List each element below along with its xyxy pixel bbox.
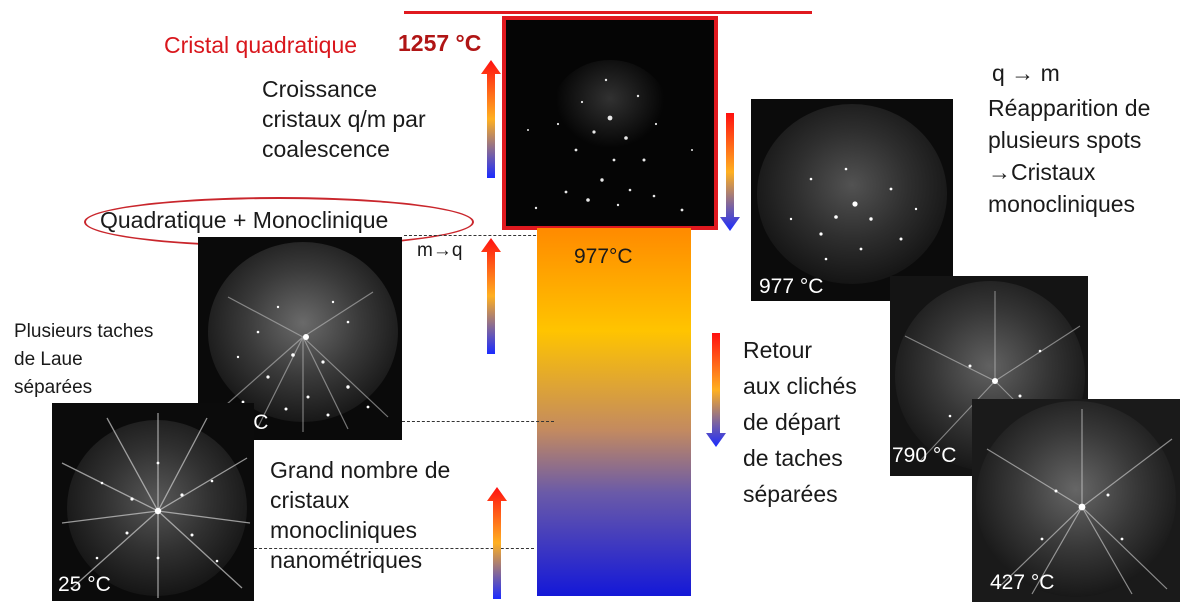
laue-pattern-977	[751, 99, 953, 301]
panel-label-977: 977 °C	[759, 275, 824, 298]
reapparition-line-4: monocliniques	[988, 191, 1136, 217]
laue-pattern-1257	[506, 20, 714, 226]
grand-line-3: monocliniques	[270, 517, 418, 543]
croissance-line-2: cristaux q/m par	[262, 106, 426, 132]
panel-label-427: 427 °C	[990, 571, 1055, 594]
retour-line-5: séparées	[743, 481, 838, 507]
plusieurs-line-2: de Laue	[14, 349, 83, 370]
laue-image-25: 25 °C	[52, 403, 254, 601]
top-temperature-label: 1257 °C	[398, 30, 482, 56]
retour-line-1: Retour	[743, 337, 813, 363]
m-to-q-label: m→q	[417, 240, 463, 261]
laue-pattern-427	[972, 399, 1180, 602]
gradient-down-arrow-icon	[720, 113, 740, 231]
reapparition-line-3: →Cristaux	[988, 159, 1096, 185]
retour-text: Retour aux clichés de départ de taches s…	[743, 332, 857, 512]
panel-label-790: 790 °C	[892, 444, 957, 467]
gradient-up-arrow-icon	[481, 60, 501, 178]
laue-image-427: 427 °C	[972, 399, 1180, 602]
retour-line-3: de départ	[743, 409, 841, 435]
panel-label-25: 25 °C	[58, 573, 111, 596]
temperature-gradient-bar	[537, 228, 691, 596]
gradient-up-arrow-icon	[481, 238, 501, 354]
gradient-down-arrow-icon	[706, 333, 726, 447]
dashed-line-25	[254, 548, 534, 549]
grand-line-2: cristaux	[270, 487, 350, 513]
croissance-line-3: coalescence	[262, 136, 390, 162]
laue-image-977: 977 °C	[751, 99, 953, 301]
reapparition-line-1: Réapparition de	[988, 95, 1151, 121]
croissance-text: Croissance cristaux q/m par coalescence	[262, 74, 426, 164]
croissance-line-1: Croissance	[262, 76, 378, 102]
bar-temperature-label: 977°C	[574, 245, 633, 268]
q-to-m-label: q → m	[992, 60, 1060, 86]
reapparition-text: Réapparition de plusieurs spots →Cristau…	[988, 92, 1150, 220]
gradient-up-arrow-icon	[487, 487, 507, 599]
plusieurs-text: Plusieurs taches de Laue séparées	[14, 318, 153, 402]
plusieurs-line-3: séparées	[14, 377, 93, 398]
grand-line-4: nanométriques	[270, 547, 423, 573]
cristal-quadratique-label: Cristal quadratique	[164, 32, 358, 58]
reapparition-line-2: plusieurs spots	[988, 127, 1142, 153]
grand-nombre-text: Grand nombre de cristaux monocliniques n…	[270, 455, 450, 575]
grand-line-1: Grand nombre de	[270, 457, 451, 483]
dashed-line-327	[402, 421, 554, 422]
laue-pattern-25	[52, 403, 254, 601]
top-red-line	[404, 11, 812, 14]
plusieurs-line-1: Plusieurs taches	[14, 321, 154, 342]
retour-line-4: de taches	[743, 445, 843, 471]
laue-image-1257	[502, 16, 718, 230]
quad-mono-label: Quadratique + Monoclinique	[100, 207, 389, 233]
retour-line-2: aux clichés	[743, 373, 857, 399]
